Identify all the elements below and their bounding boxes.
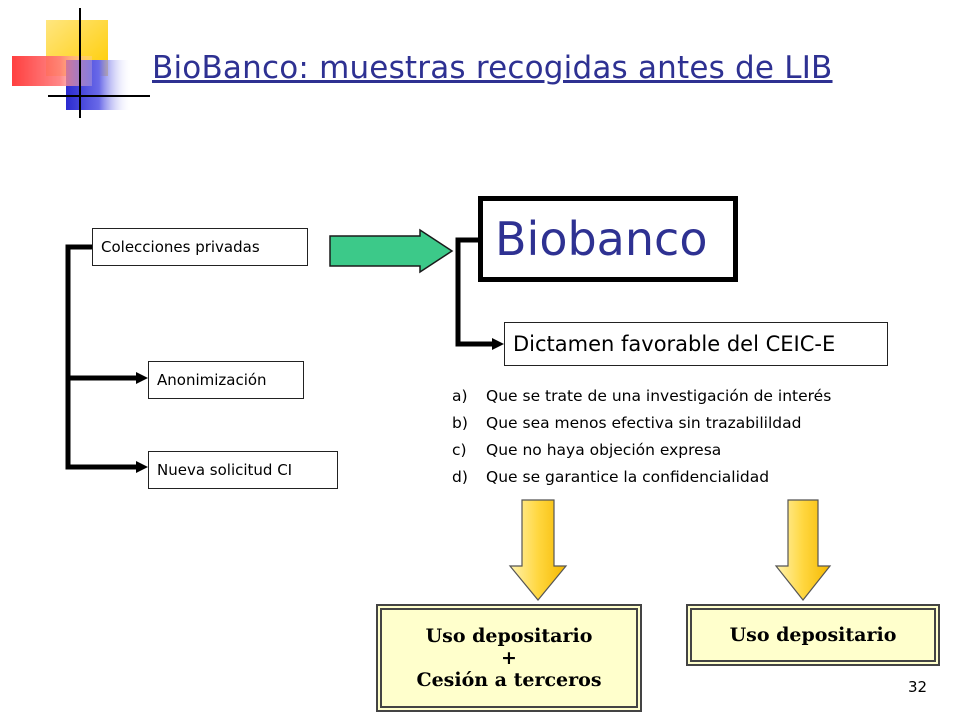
condition-marker: c) xyxy=(452,441,467,459)
green-arrow xyxy=(329,228,454,274)
result-cesion-plus: + xyxy=(501,647,517,669)
colecciones-privadas-box: Colecciones privadas xyxy=(92,228,308,266)
condition-item: d) Que se garantice la confidencialidad xyxy=(452,464,831,491)
condition-text: Que sea menos efectiva sin trazabilildad xyxy=(486,414,802,432)
condition-item: b) Que sea menos efectiva sin trazabilil… xyxy=(452,410,831,437)
result-box-cesion: Uso depositario + Cesión a terceros xyxy=(376,604,642,712)
result-depositario-label: Uso depositario xyxy=(729,624,897,646)
condition-text: Que se trate de una investigación de int… xyxy=(486,387,832,405)
page-title: BioBanco: muestras recogidas antes de LI… xyxy=(152,50,833,86)
conditions-list: a) Que se trate de una investigación de … xyxy=(452,383,831,491)
biobanco-dictamen-connector xyxy=(455,237,494,347)
condition-text: Que no haya objeción expresa xyxy=(486,441,722,459)
condition-item: a) Que se trate de una investigación de … xyxy=(452,383,831,410)
decor-red-bar xyxy=(12,56,92,86)
result-cesion-line1: Uso depositario xyxy=(425,625,593,647)
condition-marker: a) xyxy=(452,387,468,405)
anonimizacion-label: Anonimización xyxy=(157,371,267,389)
anonimizacion-box: Anonimización xyxy=(148,361,304,399)
condition-item: c) Que no haya objeción expresa xyxy=(452,437,831,464)
condition-text: Que se garantice la confidencialidad xyxy=(486,468,770,486)
result-cesion-line3: Cesión a terceros xyxy=(416,669,602,691)
condition-marker: d) xyxy=(452,468,468,486)
nueva-solicitud-label: Nueva solicitud CI xyxy=(157,461,293,479)
arrowhead-nueva-solicitud xyxy=(136,461,148,473)
dictamen-box: Dictamen favorable del CEIC-E xyxy=(504,322,888,366)
yellow-arrow-right xyxy=(774,499,832,601)
biobanco-label: Biobanco xyxy=(495,212,708,266)
arrowhead-anonimizacion xyxy=(136,372,148,384)
yellow-arrow-left xyxy=(508,499,568,601)
result-box-depositario: Uso depositario xyxy=(686,604,940,666)
colecciones-privadas-label: Colecciones privadas xyxy=(101,238,260,256)
biobanco-box: Biobanco xyxy=(478,196,738,282)
dictamen-label: Dictamen favorable del CEIC-E xyxy=(513,332,836,356)
left-bracket-connector xyxy=(65,244,140,470)
nueva-solicitud-box: Nueva solicitud CI xyxy=(148,451,338,489)
page-number: 32 xyxy=(908,678,928,696)
arrowhead-dictamen xyxy=(492,338,504,350)
corner-decoration xyxy=(12,8,150,118)
condition-marker: b) xyxy=(452,414,468,432)
